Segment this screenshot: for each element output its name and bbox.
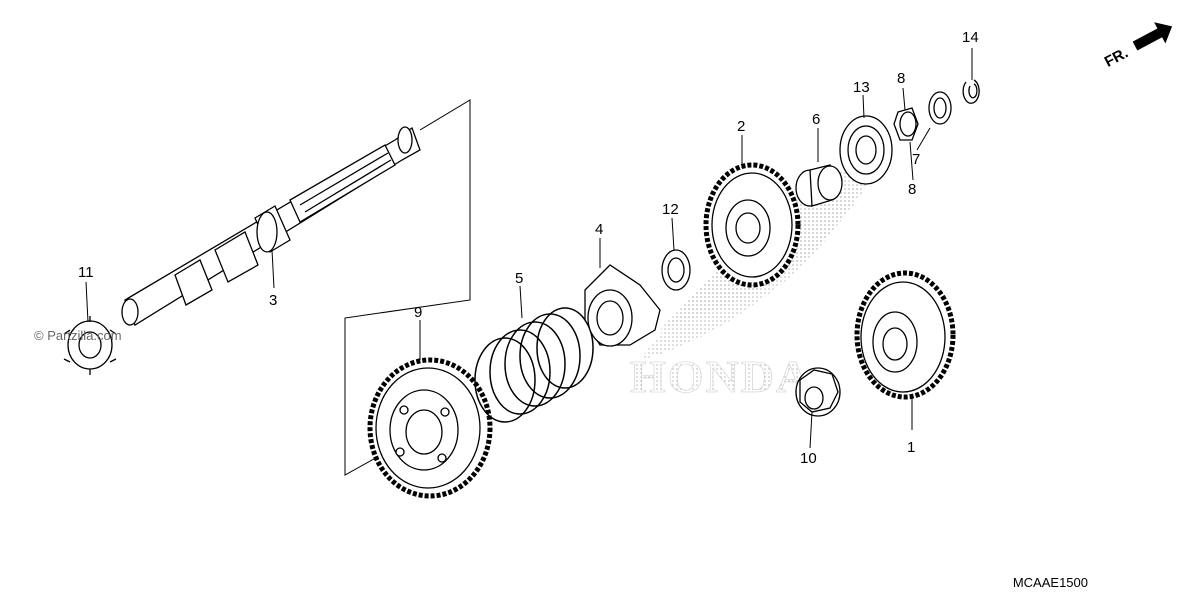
label-part-4: 4: [595, 221, 603, 238]
collar-part-6: [795, 164, 843, 207]
cam-part-4: [584, 264, 661, 347]
callout-labels: 1 2 3 4 5 6 7 8 8 9 10 11 12 13 14: [78, 29, 979, 467]
gear-part-1: [854, 270, 956, 400]
leader-lines: [85, 48, 973, 449]
label-part-6: 6: [812, 111, 820, 128]
bearing-part-13: [839, 115, 893, 185]
label-part-8-bottom: 8: [908, 181, 916, 198]
nut-part-11: [63, 316, 117, 375]
label-part-14: 14: [962, 29, 979, 46]
front-direction-indicator: FR.: [1102, 22, 1173, 71]
label-part-5: 5: [515, 270, 523, 287]
label-part-13: 13: [853, 79, 870, 96]
label-part-1: 1: [907, 439, 915, 456]
flange-nut-part-10: [795, 367, 841, 417]
label-part-11: 11: [78, 264, 94, 281]
front-arrow-icon: [1132, 22, 1173, 51]
gear-part-9: [367, 357, 493, 499]
gear-part-2: [703, 162, 801, 288]
honda-logo-text: HONDA: [630, 351, 811, 402]
fr-label: FR.: [1102, 44, 1131, 70]
label-part-8-top: 8: [897, 70, 905, 87]
label-part-12: 12: [662, 201, 679, 218]
collar-part-8: [893, 107, 919, 141]
spring-part-5: [474, 307, 594, 423]
label-part-3: 3: [269, 292, 277, 309]
bracket-lines: [344, 99, 471, 476]
label-part-2: 2: [737, 118, 745, 135]
main-shaft-part-3: [121, 126, 421, 326]
label-part-7: 7: [912, 151, 920, 168]
snap-ring-part-14: [962, 79, 980, 104]
washer-part-7: [928, 91, 952, 125]
label-part-10: 10: [800, 450, 817, 467]
watermark-text: © Partzilla.com: [34, 328, 122, 343]
washer-part-12: [661, 249, 691, 291]
diagram-code: MCAAE1500: [1012, 575, 1088, 590]
label-part-9: 9: [414, 304, 422, 321]
